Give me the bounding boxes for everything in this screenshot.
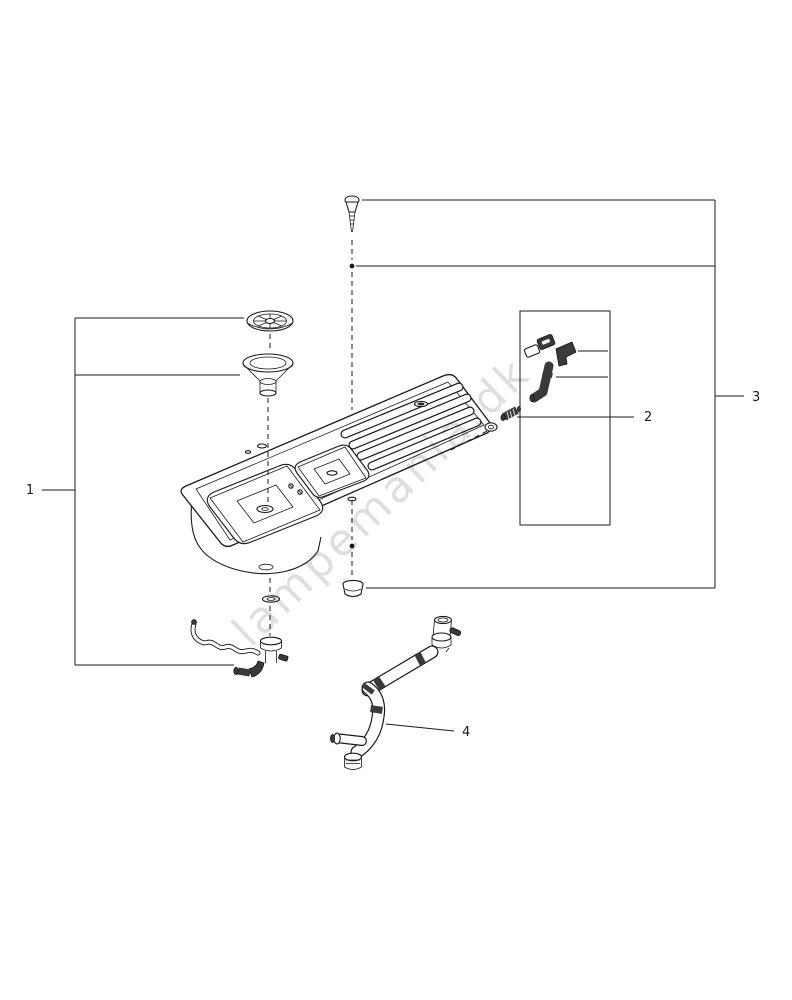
trap-inlet-connector xyxy=(431,615,462,653)
under-sink-alignment xyxy=(261,500,355,636)
deck-details xyxy=(244,443,357,502)
fitting-alignment-dashes xyxy=(446,430,488,453)
bowl-small-drain-hole xyxy=(326,470,338,476)
strainer-cap xyxy=(246,310,294,332)
faucet-hole xyxy=(256,443,268,449)
drainboard xyxy=(340,382,482,471)
connector-hose xyxy=(529,361,554,403)
drain-elbow xyxy=(248,660,265,678)
trap-horizontal-pipe xyxy=(361,645,439,697)
mounting-clip xyxy=(523,344,541,358)
flexible-hose xyxy=(190,619,261,656)
compression-fitting xyxy=(500,406,521,421)
mounting-pin xyxy=(344,195,360,410)
trap-cleanout-cap xyxy=(343,752,363,770)
sink-assembly xyxy=(180,373,493,575)
strainer-basket xyxy=(242,353,294,397)
hose-clamp xyxy=(278,653,289,662)
mounting-bracket xyxy=(555,341,577,367)
trap-assembly xyxy=(330,615,462,770)
bowl-large-drain-hole xyxy=(256,504,274,514)
callout-bracket-right xyxy=(356,199,744,589)
overflow-plug xyxy=(342,579,364,598)
trap-outlet xyxy=(330,732,367,746)
callout-4-label: 4 xyxy=(462,725,470,740)
callout-3-label: 3 xyxy=(752,390,760,405)
seal-washer xyxy=(484,422,498,432)
callout-4-leader xyxy=(385,723,455,732)
drain-washer xyxy=(261,595,281,603)
callout-bracket-left xyxy=(42,317,244,666)
trap-bend xyxy=(350,681,386,759)
connector-clamp xyxy=(449,627,462,636)
parts-box-outline xyxy=(519,310,611,526)
mounting-hardware-group xyxy=(446,334,577,453)
bowl-large xyxy=(206,463,324,545)
callout-1-label: 1 xyxy=(26,483,34,498)
drain-elbow-assembly xyxy=(190,619,289,678)
callout-2-label: 2 xyxy=(644,410,652,425)
bowl-small xyxy=(294,444,370,499)
